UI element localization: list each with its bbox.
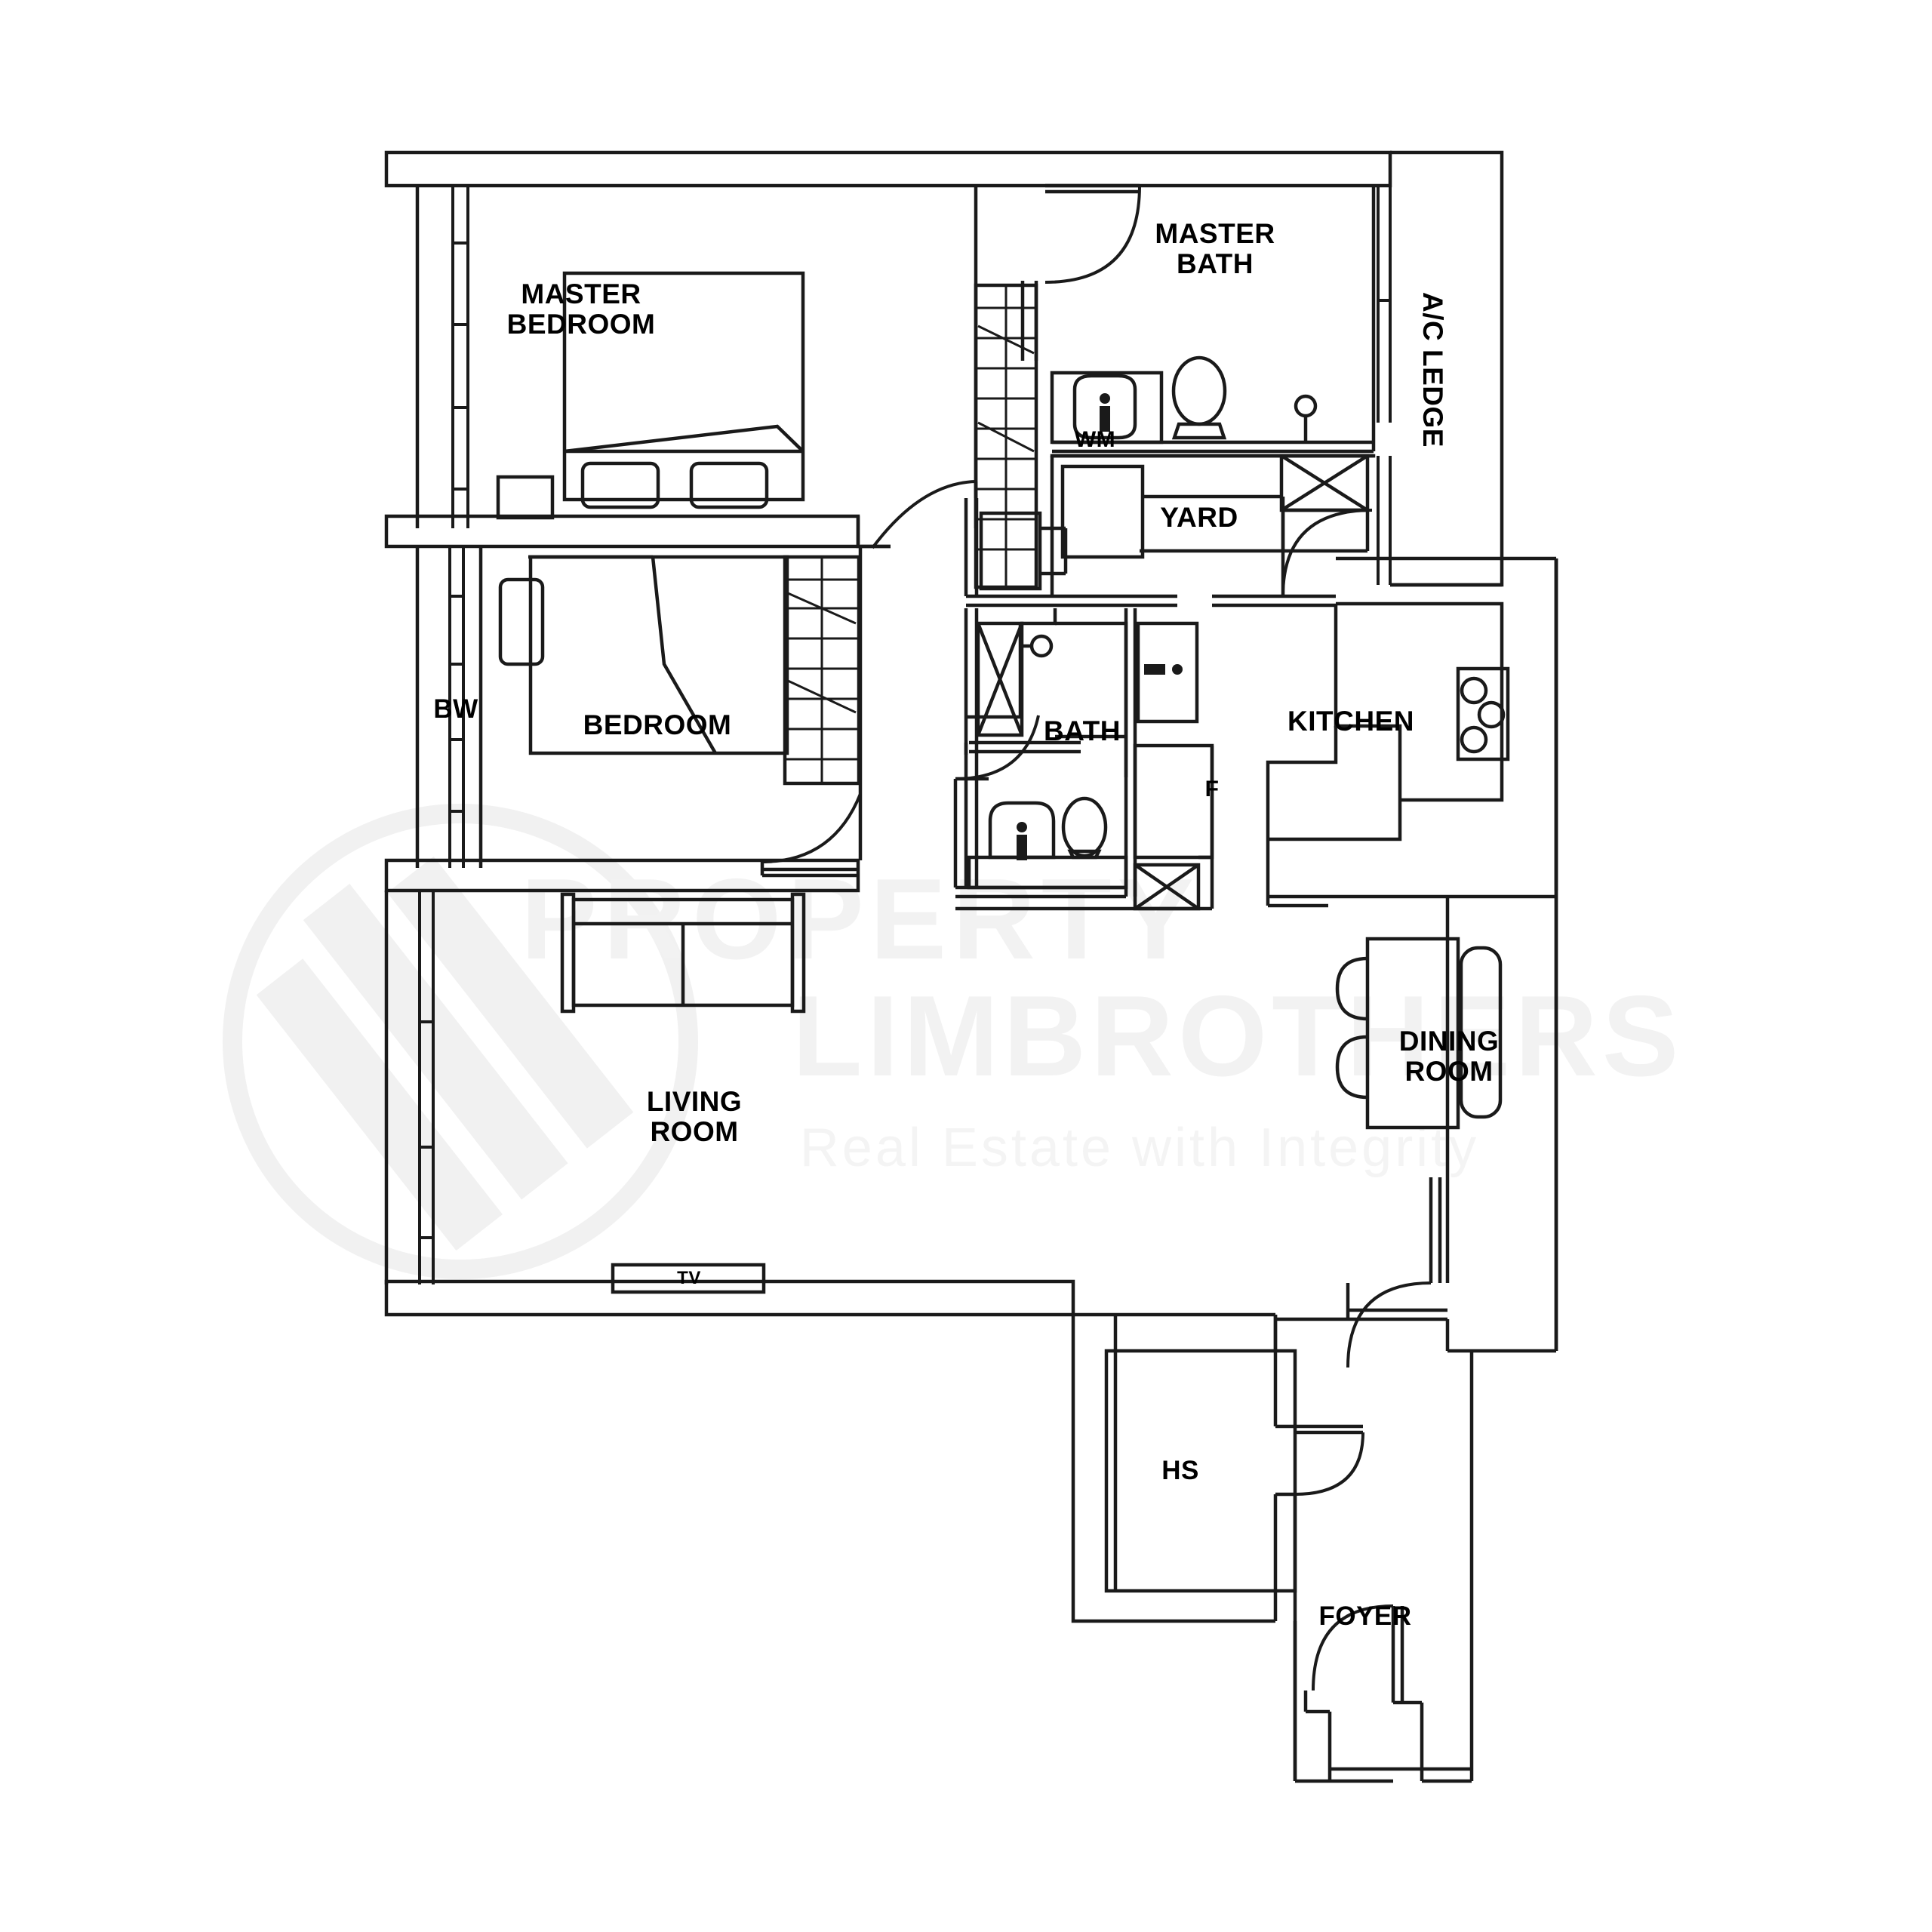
bath-upper-partition bbox=[966, 623, 1023, 719]
watermark-tagline: Real Estate with Integrity bbox=[800, 1118, 1479, 1178]
bedroom-door-swing bbox=[761, 793, 862, 863]
foyer-entry-swing bbox=[1312, 1604, 1394, 1691]
master-bath-shower-head bbox=[1294, 394, 1318, 418]
tv-console bbox=[611, 1263, 766, 1294]
bedroom-bed bbox=[528, 555, 789, 755]
interior-wall-mid-left-lower bbox=[384, 858, 860, 893]
hs-door-swing bbox=[1294, 1432, 1364, 1496]
yard-utility-box bbox=[979, 511, 1042, 591]
sliding-window-bedroom bbox=[448, 546, 465, 868]
dining-chair-2 bbox=[1335, 1035, 1368, 1100]
storage-x2 bbox=[1280, 454, 1369, 512]
dining-bench bbox=[1459, 946, 1503, 1119]
master-bed-mattress bbox=[562, 271, 805, 502]
master-nightstand bbox=[496, 475, 555, 520]
watermark-line-2: LIMBROTHERS bbox=[792, 972, 1684, 1100]
hob bbox=[1456, 666, 1510, 761]
bedroom-bed-duvet bbox=[651, 556, 717, 755]
ac-ledge-window-lower bbox=[1377, 456, 1392, 585]
bath-toilet-base bbox=[1067, 849, 1102, 860]
hob-burner-1 bbox=[1460, 676, 1488, 705]
dining-table bbox=[1365, 937, 1460, 1130]
exterior-wall-north bbox=[384, 150, 1392, 188]
refrigerator bbox=[1133, 743, 1214, 860]
master-bath-sink bbox=[1072, 374, 1137, 440]
master-bath-toilet bbox=[1171, 355, 1227, 426]
sofa-right-arm bbox=[790, 892, 806, 1014]
store-door-panel bbox=[1136, 621, 1199, 724]
master-pillow-2 bbox=[689, 461, 769, 509]
yard-door-swing bbox=[1281, 509, 1373, 597]
bath-toilet-bowl bbox=[1061, 796, 1108, 858]
washing-machine bbox=[1060, 464, 1145, 559]
bedroom-wardrobe-hatch bbox=[785, 557, 859, 783]
ac-ledge-outline bbox=[1390, 150, 1504, 587]
kitchen-counter-top bbox=[1336, 601, 1504, 802]
master-bath-toilet-base bbox=[1171, 422, 1227, 440]
walls-and-structure bbox=[384, 150, 1558, 1783]
dining-door-swing bbox=[1346, 1281, 1432, 1368]
hs-outer-wall bbox=[1071, 1315, 1275, 1623]
dining-chair-1 bbox=[1335, 956, 1368, 1021]
master-wardrobe-hatch bbox=[976, 285, 1036, 587]
bath-sink bbox=[988, 801, 1056, 860]
watermark-group: PROPERTY LIMBROTHERS Real Estate with In… bbox=[223, 804, 1684, 1279]
watermark-line-1: PROPERTY bbox=[521, 855, 1200, 983]
hob-burner-3 bbox=[1460, 725, 1488, 754]
master-bedroom-door-swing bbox=[871, 480, 977, 549]
sofa-left-arm bbox=[560, 892, 576, 1014]
bath-door-swing bbox=[955, 715, 1040, 780]
master-pillow-1 bbox=[580, 461, 660, 509]
sliding-window-living bbox=[418, 891, 435, 1284]
bedroom-pillow bbox=[498, 577, 545, 666]
bath-shower-head bbox=[1029, 634, 1054, 658]
ac-ledge-window bbox=[1377, 186, 1392, 423]
exterior-wall-south-living bbox=[384, 1279, 1075, 1317]
sliding-window-master bbox=[451, 186, 469, 528]
hob-burner-2 bbox=[1477, 700, 1506, 729]
watermark-logo-icon bbox=[223, 804, 698, 1279]
interior-wall-mid-left bbox=[384, 514, 860, 549]
hs-room bbox=[1104, 1349, 1297, 1593]
master-bed-duvet bbox=[564, 424, 804, 454]
master-bath-door-swing bbox=[1044, 185, 1141, 284]
